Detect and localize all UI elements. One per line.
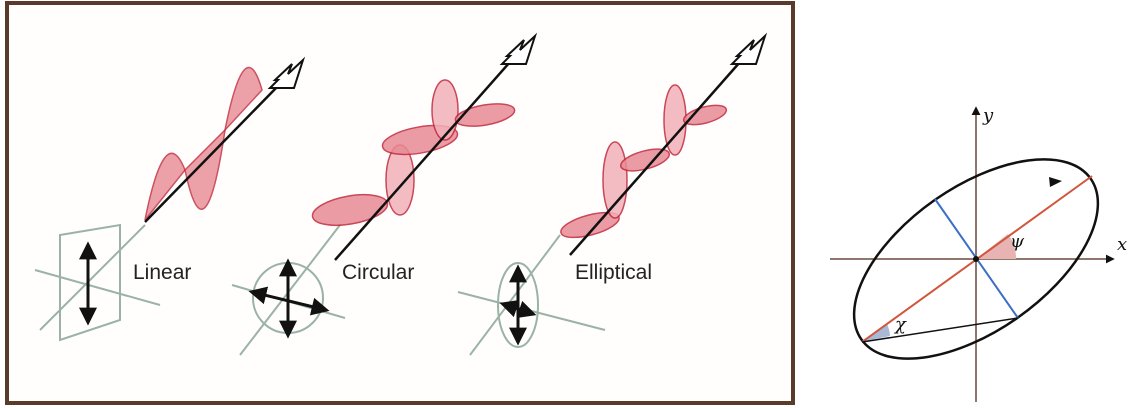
circular-label: Circular [342, 261, 414, 284]
circular-wave [311, 32, 538, 261]
rotation-direction-arrow-icon [1049, 177, 1062, 187]
elliptical-wave-lobe [682, 104, 728, 126]
circular-propagation-arrow-icon [499, 32, 538, 65]
elliptical-propagation-arrow-icon [729, 32, 768, 65]
polarization-ellipse-diagram: x y ψ χ [830, 105, 1127, 402]
circular-polarization-illustration: Circular [231, 32, 538, 356]
chi-construction-line [861, 317, 1019, 343]
circular-wave-lobe [385, 144, 415, 216]
polarization-panel: Linear Circular [5, 1, 795, 405]
psi-label: ψ [1010, 231, 1025, 252]
linear-wave-lobe [223, 67, 263, 133]
circular-wave-lobe [431, 79, 459, 141]
circular-wave-lobe [311, 193, 389, 227]
linear-label: Linear [133, 261, 191, 284]
elliptical-wave-lobe [602, 141, 628, 219]
linear-wave [144, 56, 306, 223]
elliptical-propagation-axis [569, 61, 741, 256]
chi-label: χ [893, 314, 907, 335]
circular-propagation-axis [334, 61, 511, 261]
x-axis-label: x [1117, 234, 1127, 255]
linear-propagation-axis [144, 85, 279, 223]
y-axis-label: y [982, 105, 994, 126]
elliptical-label: Elliptical [575, 261, 652, 284]
circular-wave-lobe [454, 103, 516, 127]
elliptical-vector-short [499, 300, 537, 318]
elliptical-wave-lobe [560, 211, 620, 239]
origin-point [973, 256, 979, 262]
elliptical-wave [560, 32, 768, 256]
elliptical-polarization-illustration: Elliptical [457, 32, 768, 356]
linear-propagation-arrow-icon [267, 56, 306, 89]
linear-polarization-illustration: Linear [34, 56, 306, 342]
linear-wave-lobe [144, 152, 186, 221]
circular-vector-horizontal [248, 286, 330, 316]
